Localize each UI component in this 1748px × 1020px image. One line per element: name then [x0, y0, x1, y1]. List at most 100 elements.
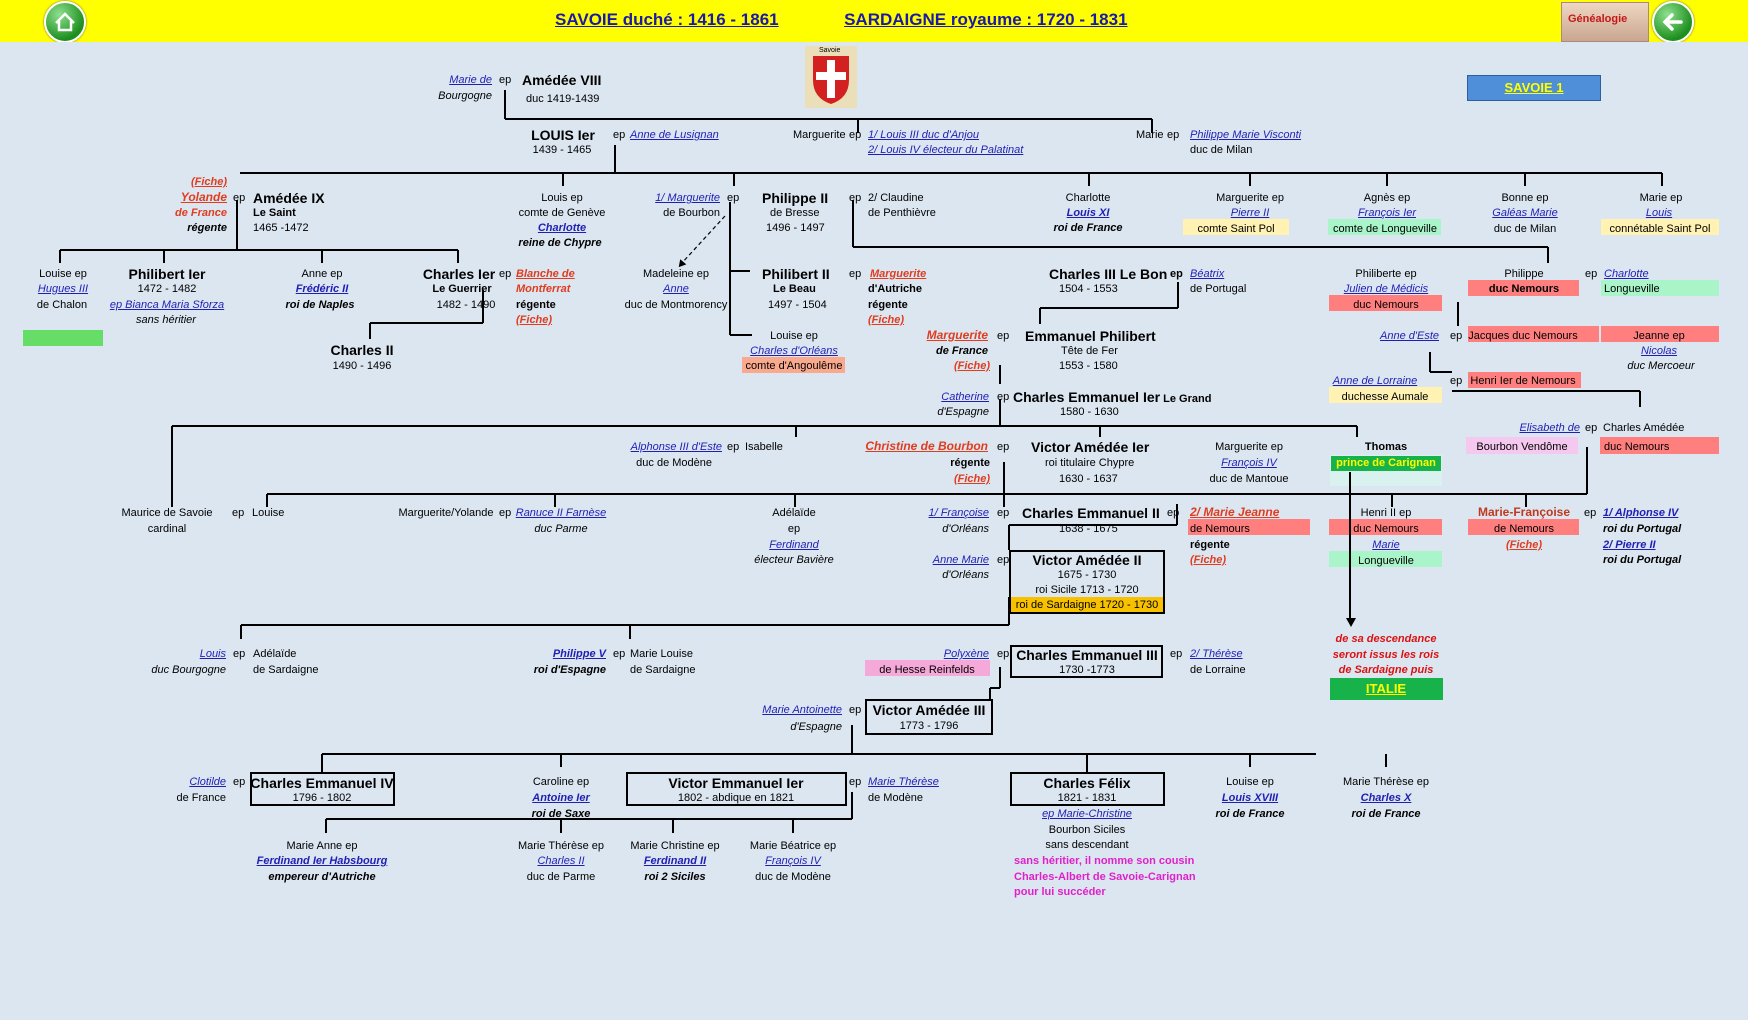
person[interactable]: 2/ Marie Jeanne — [1190, 505, 1280, 519]
person[interactable]: Charlotte — [1604, 268, 1649, 280]
person[interactable]: Charlotte — [537, 222, 587, 234]
person: Charles Emmanuel III — [1016, 647, 1158, 663]
person[interactable]: Nicolas — [1640, 345, 1678, 357]
person[interactable]: Louis — [199, 648, 226, 660]
tag-bg — [1468, 372, 1581, 388]
fiche-link[interactable]: (Fiche) — [953, 473, 990, 485]
person[interactable]: Marie — [1372, 539, 1400, 551]
back-arrow-icon[interactable] — [1652, 1, 1694, 43]
person[interactable]: François Ier — [1357, 207, 1417, 219]
fiche-link[interactable]: (Fiche) — [953, 360, 990, 372]
person[interactable]: Elisabeth de — [1519, 422, 1580, 434]
person[interactable]: Ranuce II Farnèse — [515, 507, 607, 519]
person[interactable]: Julien de Médicis — [1343, 283, 1429, 295]
ep-label: ep — [1170, 268, 1183, 280]
home-icon[interactable] — [44, 1, 86, 43]
person[interactable]: Galéas Marie — [1492, 207, 1558, 219]
person[interactable]: Charles X — [1360, 792, 1412, 804]
person[interactable]: Hugues III — [37, 283, 89, 295]
person: Marguerite/Yolande — [398, 507, 494, 519]
ep-label: ep — [997, 391, 1010, 403]
person[interactable]: Marguerite — [926, 328, 988, 342]
person[interactable]: Ferdinand II — [643, 855, 707, 867]
person[interactable]: 2/ Louis IV électeur du Palatinat — [868, 144, 1024, 156]
person-dates: 1802 - abdique en 1821 — [677, 792, 795, 804]
person[interactable]: Polyxène — [943, 648, 989, 660]
person[interactable]: 2/ Thérèse — [1190, 648, 1243, 660]
person[interactable]: Béatrix — [1190, 268, 1225, 280]
person: Louise ep — [39, 268, 87, 280]
person[interactable]: Blanche de — [516, 268, 575, 280]
person-title: roi d'Espagne — [533, 664, 606, 676]
title-sardaigne[interactable]: SARDAIGNE royaume : 1720 - 1831 — [844, 10, 1128, 29]
person-title: de Modène — [868, 792, 924, 804]
ep-label: ep — [233, 776, 246, 788]
person[interactable]: Philippe Marie Visconti — [1190, 129, 1302, 141]
title-savoie[interactable]: SAVOIE duché : 1416 - 1861 — [555, 10, 779, 29]
tag-bg — [1183, 219, 1289, 235]
person[interactable]: Charles II — [537, 855, 585, 867]
person[interactable]: 2/ Pierre II — [1603, 539, 1656, 551]
person-title: roi de Sardaigne 1720 - 1730 — [1015, 599, 1159, 611]
person[interactable]: Catherine — [941, 391, 989, 403]
fiche-link[interactable]: (Fiche) — [190, 176, 227, 188]
person[interactable]: Anne de Lorraine — [1332, 375, 1418, 387]
person[interactable]: Marguerite — [870, 268, 927, 280]
person[interactable]: Anne de Lusignan — [630, 129, 719, 141]
ep-label: ep — [499, 74, 512, 86]
person[interactable]: 1/ Louis III duc d'Anjou — [868, 129, 979, 141]
person[interactable]: Ferdinand Ier Habsbourg — [256, 855, 388, 867]
person-dates: 1482 - 1490 — [436, 299, 496, 311]
tag-bg — [1331, 456, 1441, 471]
italie-label[interactable]: ITALIE — [1365, 681, 1407, 696]
person: Charles Emmanuel II — [1022, 505, 1160, 521]
person[interactable]: Anne d'Este — [1380, 330, 1439, 342]
person[interactable]: Anne — [663, 283, 689, 295]
person[interactable]: François IV — [1221, 457, 1277, 469]
person[interactable]: Antoine Ier — [532, 792, 590, 804]
person[interactable]: Louis — [1645, 207, 1673, 219]
genealogie-logo[interactable]: Généalogie — [1561, 2, 1649, 42]
person-dates: 1490 - 1496 — [332, 360, 392, 372]
person[interactable]: Christine de Bourbon — [865, 439, 988, 453]
person[interactable]: ep Marie-Christine — [1042, 808, 1132, 820]
person: Victor Emmanuel Ier — [668, 775, 804, 791]
person[interactable]: Louis XI — [1066, 207, 1110, 219]
fiche-link[interactable]: (Fiche) — [868, 314, 905, 326]
person: Marguerite ep — [1216, 192, 1284, 204]
person[interactable]: Marie Thérèse — [868, 776, 939, 788]
fiche-link[interactable]: (Fiche) — [1190, 554, 1227, 566]
annotation: sans héritier, il nomme son cousin — [1014, 855, 1195, 867]
ep-label: ep — [849, 268, 862, 280]
italie-button[interactable] — [1330, 678, 1443, 700]
ep-label: ep — [849, 776, 862, 788]
person[interactable]: ep Bianca Maria Sforza — [109, 299, 225, 311]
savoie1-button[interactable]: SAVOIE 1 — [1467, 75, 1601, 101]
person[interactable]: Pierre II — [1230, 207, 1270, 219]
person[interactable]: Philippe V — [552, 648, 606, 660]
person-title: de Portugal — [1190, 283, 1247, 295]
fiche-link[interactable]: (Fiche) — [1505, 539, 1543, 551]
person[interactable]: 1/ Françoise — [928, 507, 989, 519]
fiche-link[interactable]: (Fiche) — [516, 314, 553, 326]
person[interactable]: Anne Marie — [932, 554, 989, 566]
person[interactable]: Marie Antoinette — [762, 704, 842, 716]
person[interactable]: 1/ Alphonse IV — [1603, 507, 1679, 519]
person: Adélaïde — [772, 507, 816, 519]
person[interactable]: 1/ Marguerite — [655, 192, 720, 204]
person[interactable]: Marie de — [449, 74, 492, 86]
tag-bg — [1329, 295, 1442, 311]
person-title: de Hesse Reinfelds — [879, 664, 975, 676]
person[interactable]: Frédéric II — [295, 283, 349, 295]
person[interactable]: Ferdinand — [769, 539, 819, 551]
person[interactable]: Alphonse III d'Este — [630, 441, 722, 453]
tag-bg — [1468, 519, 1579, 535]
person[interactable]: François IV — [765, 855, 821, 867]
ep-label: ep — [1585, 268, 1598, 280]
person-title: roi de France — [1215, 808, 1285, 820]
person[interactable]: Louis XVIII — [1221, 792, 1279, 804]
person-dates: 1504 - 1553 — [1059, 283, 1118, 295]
person[interactable]: Yolande — [180, 190, 227, 204]
person[interactable]: Charles d'Orléans — [750, 345, 838, 357]
person[interactable]: Clotilde — [189, 776, 226, 788]
